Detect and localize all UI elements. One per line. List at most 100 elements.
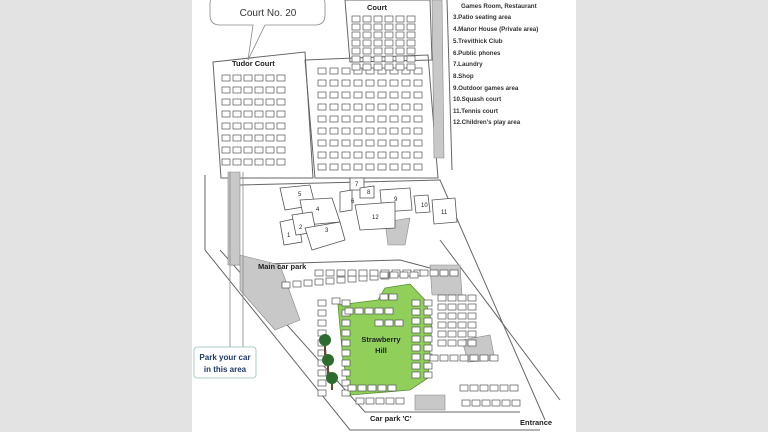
house [395,397,405,405]
house [341,163,351,171]
house [281,281,291,289]
house [373,55,383,63]
house [331,297,341,305]
park-note: Park your car in this area [193,172,257,379]
legend-item: Games Room, Restaurant [461,3,537,10]
house [243,86,253,94]
house [411,362,421,370]
facility-number: 2 [299,225,303,231]
house [351,15,361,23]
house [401,127,411,135]
house [384,307,394,315]
house [276,98,286,106]
house [303,279,313,287]
house [317,79,327,87]
house [479,384,489,392]
house [265,134,275,142]
house [365,103,375,111]
house [489,354,499,362]
house [423,317,433,325]
house [221,98,231,106]
house [243,74,253,82]
legend-item: 12.Children's play area [453,119,521,126]
facility-number: 7 [355,182,359,188]
house [471,399,481,407]
house [341,127,351,135]
strawberry-hill-label-1: Strawberry [361,335,401,344]
house [384,47,394,55]
strawberry-hill-label-2: Hill [375,346,387,355]
house [276,146,286,154]
facility-number: 1 [287,233,291,239]
tudor-court-label: Tudor Court [232,59,275,68]
house [469,354,479,362]
house [353,103,363,111]
house [365,397,375,405]
house [341,339,351,347]
legend-item: 11.Tennis court [453,108,498,115]
house [341,139,351,147]
house [401,79,411,87]
house [341,115,351,123]
house [411,371,421,379]
house [385,397,395,405]
house [317,115,327,123]
house [411,308,421,316]
house [423,308,433,316]
house [467,330,477,338]
house [317,319,327,327]
house [276,110,286,118]
house [411,317,421,325]
house [325,277,335,285]
house [423,299,433,307]
house [254,110,264,118]
house [243,122,253,130]
house [317,369,327,377]
house [329,151,339,159]
house [353,115,363,123]
house [511,399,521,407]
house [254,158,264,166]
house [357,384,367,392]
house [401,67,411,75]
house [406,63,416,71]
house [406,47,416,55]
house [437,312,447,320]
house [347,275,357,283]
house [367,384,377,392]
house [395,23,405,31]
house [221,110,231,118]
house [341,359,351,367]
house [341,299,351,307]
house [362,47,372,55]
house [467,321,477,329]
house [447,330,457,338]
house [351,23,361,31]
house [254,122,264,130]
house [354,307,364,315]
car-park-c-label: Car park 'C' [370,414,412,423]
house [469,384,479,392]
house [437,294,447,302]
house [329,127,339,135]
facility-buildings [279,177,458,251]
house [353,79,363,87]
house [317,103,327,111]
house [411,335,421,343]
house [389,79,399,87]
house [413,151,423,159]
house [377,127,387,135]
house [355,397,365,405]
house [481,399,491,407]
house [437,339,447,347]
house [364,307,374,315]
house [344,307,354,315]
house [353,163,363,171]
house [353,151,363,159]
legend-item: 8.Shop [453,73,474,80]
house [406,39,416,47]
house [401,103,411,111]
house [419,269,429,277]
house [501,399,511,407]
house [413,103,423,111]
